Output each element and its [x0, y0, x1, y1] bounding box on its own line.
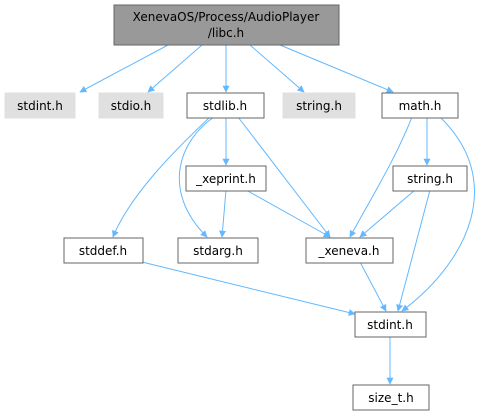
edge-root-stdint-top	[79, 44, 169, 93]
edge-string-inner-stdint	[396, 189, 431, 312]
node-label: math.h	[399, 99, 442, 113]
edge-stdlib-stdarg	[178, 116, 215, 238]
node-stddef[interactable]: stddef.h	[63, 237, 144, 264]
edge-stdlib-stddef	[112, 116, 211, 238]
root-title-line2: /libc.h	[208, 26, 244, 40]
node-root-libc[interactable]: XenevaOS/Process/AudioPlayer /libc.h	[113, 4, 340, 46]
edge-math-stdint	[401, 116, 475, 312]
node-label: stdint.h	[17, 99, 63, 113]
node-label: stdio.h	[111, 99, 151, 113]
edge-xeneva-stdint	[359, 261, 387, 312]
node-stdarg[interactable]: stdarg.h	[177, 237, 259, 264]
edge-stdlib-xeneva	[237, 116, 331, 238]
node-label: stdarg.h	[193, 244, 243, 258]
node-size-t[interactable]: size_t.h	[352, 384, 430, 411]
node-label: string.h	[407, 172, 453, 186]
node-label: stdlib.h	[203, 99, 247, 113]
node-stdio-external[interactable]: stdio.h	[98, 92, 164, 119]
edge-root-string-top	[249, 44, 305, 93]
edge-stddef-stdint	[141, 261, 356, 316]
node-label: _xeprint.h	[195, 172, 256, 186]
node-label: _xeneva.h	[318, 244, 380, 258]
node-xeneva[interactable]: _xeneva.h	[305, 237, 394, 264]
edge-root-stdio	[147, 44, 203, 93]
edge-string-inner-xeneva	[359, 189, 416, 238]
root-title-line1: XenevaOS/Process/AudioPlayer	[133, 10, 320, 24]
edge-math-xeneva	[349, 116, 413, 238]
edge-xeprint-xeneva	[245, 189, 331, 238]
edge-xeprint-stdarg	[219, 189, 227, 238]
node-stdint[interactable]: stdint.h	[354, 311, 427, 338]
node-label: size_t.h	[368, 391, 413, 405]
node-stdlib[interactable]: stdlib.h	[186, 92, 265, 119]
node-string-external[interactable]: string.h	[282, 92, 356, 119]
node-string-internal[interactable]: string.h	[392, 165, 468, 192]
nodes: XenevaOS/Process/AudioPlayer /libc.h std…	[4, 4, 468, 411]
node-label: string.h	[296, 99, 342, 113]
node-stdint-external[interactable]: stdint.h	[4, 92, 76, 119]
node-label: stddef.h	[79, 244, 127, 258]
node-label: stdint.h	[367, 318, 413, 332]
node-xeprint[interactable]: _xeprint.h	[185, 165, 267, 192]
node-math[interactable]: math.h	[381, 92, 459, 119]
edges	[79, 44, 475, 385]
edge-root-math	[279, 44, 394, 93]
